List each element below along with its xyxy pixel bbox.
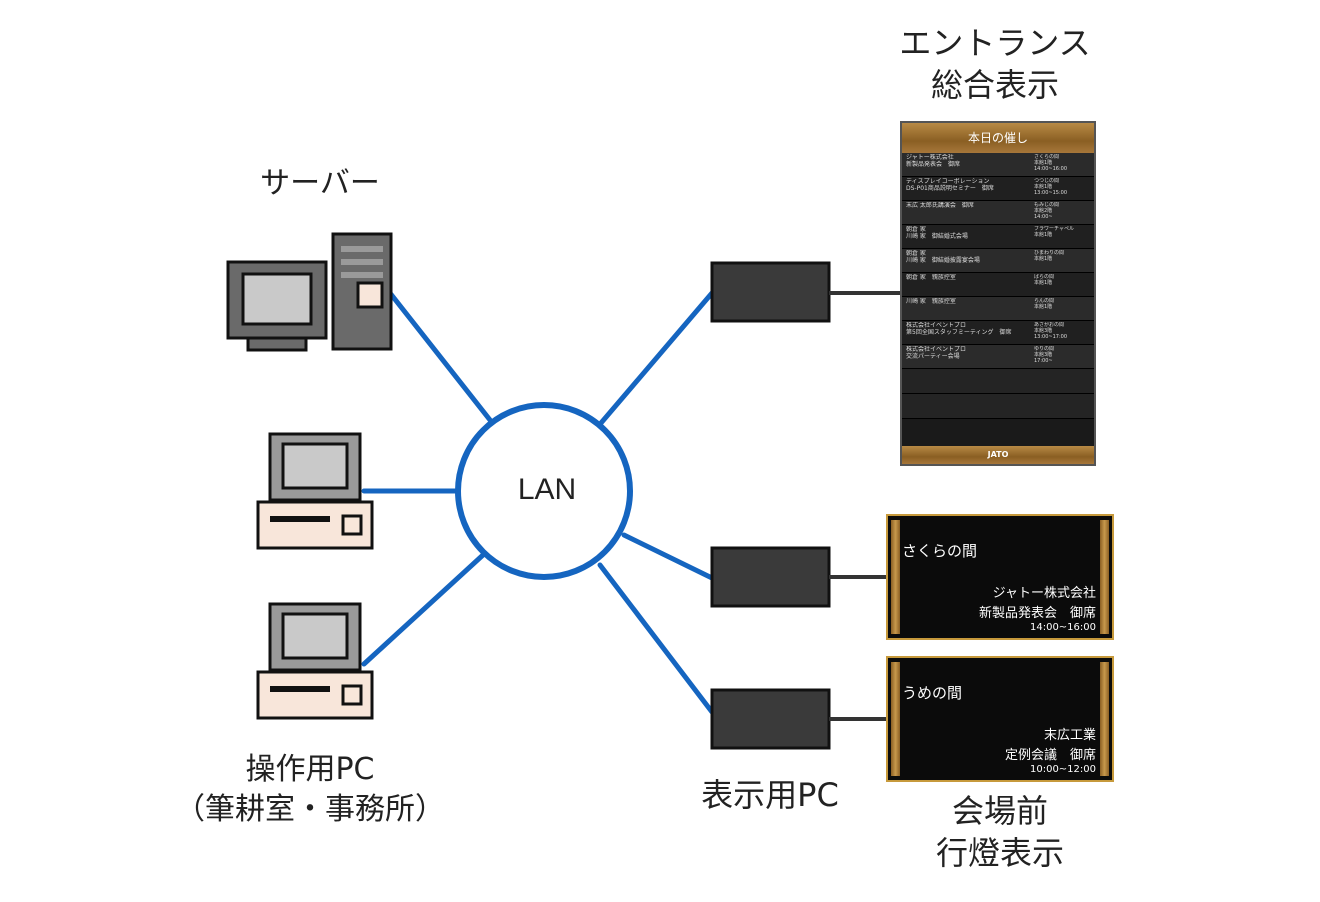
event-room: ひまわりの間 本館1階 [1034, 250, 1065, 262]
event-room: ゆりの間 本館3階 17:00~ [1034, 346, 1055, 364]
network-links [361, 290, 715, 715]
event-name: 株式会社イベントプロ 第5回全国スタッフミーティング 御席 [906, 322, 1012, 336]
event-name: 株式会社イベントプロ 交流パーティー会場 [906, 346, 967, 360]
event-name: 末広 太郎氏講演会 御席 [906, 202, 974, 209]
ops-pc-icon [256, 602, 374, 720]
lan-hub [455, 402, 633, 580]
entrance-signage-display: 本日の催し ジャトー株式会社 新製品発表会 御席 さくらの間 本館1階 14:00… [900, 121, 1096, 466]
entrance-sign-row: 末広 太郎氏講演会 御席 もみじの間 本館2階 14:00~ [902, 201, 1094, 225]
ops-pc-label-line1: 操作用PC [245, 752, 375, 787]
server-label: サーバー [260, 166, 380, 201]
server-icon [226, 232, 393, 352]
ops-pc-icon [256, 432, 374, 550]
link-server [387, 290, 493, 423]
lantern-room-name: さくらの間 [902, 542, 978, 560]
entrance-label: エントランス 総合表示 [880, 22, 1110, 106]
display-pc-icon [710, 261, 831, 323]
link-display-pc-3 [597, 562, 715, 715]
entrance-sign-footer-logo: JATO [902, 446, 1094, 464]
display-pc-label: 表示用PC [701, 776, 839, 814]
entrance-sign-row: 朝倉 家 川崎 家 御結婚式会場 フラワーチャペル 本館1階 [902, 225, 1094, 249]
ops-pc-label: 操作用PC （筆耕室・事務所） [150, 750, 470, 830]
ops-pc-label-line2: （筆耕室・事務所） [175, 792, 445, 827]
lantern-frame-left [891, 662, 900, 776]
display-pc-icon [710, 546, 831, 608]
entrance-sign-empty-row [902, 369, 1094, 394]
link-ops-pc-2 [361, 552, 486, 667]
lan-label: LAN [517, 473, 577, 506]
entrance-sign-rows: ジャトー株式会社 新製品発表会 御席 さくらの間 本館1階 14:00~16:00… [902, 153, 1094, 419]
lantern-frame-right [1100, 520, 1109, 634]
lantern-organization: ジャトー株式会社 [992, 586, 1096, 601]
lantern-frame-right [1100, 662, 1109, 776]
entrance-sign-header: 本日の催し [902, 123, 1094, 153]
event-room: さくらの間 本館1階 14:00~16:00 [1034, 154, 1068, 172]
lantern-frame-left [891, 520, 900, 634]
entrance-sign-row: 川崎 家 親族控室 らんの間 本館1階 [902, 297, 1094, 321]
lantern-label-line1: 会場前 [951, 792, 1048, 830]
entrance-sign-row: 朝倉 家 川崎 家 御結婚披露宴会場 ひまわりの間 本館1階 [902, 249, 1094, 273]
lantern-sign: さくらの間 ジャトー株式会社 新製品発表会 御席 14:00~16:00 [886, 514, 1114, 640]
display-cables [829, 291, 902, 721]
event-room: あさがおの間 本館3階 13:00~17:00 [1034, 322, 1068, 340]
display-pc-icon [710, 688, 831, 750]
lantern-event: 新製品発表会 御席 [978, 606, 1096, 621]
lantern-event: 定例会議 御席 [1004, 748, 1096, 763]
event-name: 朝倉 家 川崎 家 御結婚披露宴会場 [906, 250, 980, 264]
event-name: 朝倉 家 川崎 家 御結婚式会場 [906, 226, 968, 240]
lantern-label: 会場前 行燈表示 [890, 790, 1110, 874]
lantern-sign: うめの間 末広工業 定例会議 御席 10:00~12:00 [886, 656, 1114, 782]
link-display-pc-2 [621, 532, 715, 581]
event-name: 川崎 家 親族控室 [906, 298, 956, 305]
lantern-label-line2: 行燈表示 [935, 834, 1064, 872]
event-room: フラワーチャペル 本館1階 [1034, 226, 1074, 238]
entrance-label-line1: エントランス [899, 24, 1091, 62]
entrance-sign-row: ディスプレイコーポレーション DS-P01商品説明セミナー 御席 つつじの間 本館… [902, 177, 1094, 201]
event-name: ジャトー株式会社 新製品発表会 御席 [906, 154, 961, 168]
event-room: ばらの間 本館1階 [1034, 274, 1055, 286]
lantern-organization: 末広工業 [1043, 728, 1096, 743]
lantern-time: 14:00~16:00 [1029, 622, 1096, 633]
lantern-room-name: うめの間 [902, 684, 963, 702]
event-name: 朝倉 家 親族控室 [906, 274, 956, 281]
lantern-time: 10:00~12:00 [1029, 764, 1096, 775]
entrance-sign-row: ジャトー株式会社 新製品発表会 御席 さくらの間 本館1階 14:00~16:00 [902, 153, 1094, 177]
entrance-sign-row: 株式会社イベントプロ 交流パーティー会場 ゆりの間 本館3階 17:00~ [902, 345, 1094, 369]
entrance-sign-row: 株式会社イベントプロ 第5回全国スタッフミーティング 御席 あさがおの間 本館3階… [902, 321, 1094, 345]
event-room: らんの間 本館1階 [1034, 298, 1055, 310]
link-display-pc-1 [598, 290, 715, 426]
event-room: つつじの間 本館1階 13:00~15:00 [1034, 178, 1068, 196]
entrance-label-line2: 総合表示 [930, 66, 1059, 104]
entrance-sign-row: 朝倉 家 親族控室 ばらの間 本館1階 [902, 273, 1094, 297]
event-name: ディスプレイコーポレーション DS-P01商品説明セミナー 御席 [906, 178, 994, 192]
entrance-sign-empty-row [902, 394, 1094, 419]
event-room: もみじの間 本館2階 14:00~ [1034, 202, 1060, 220]
